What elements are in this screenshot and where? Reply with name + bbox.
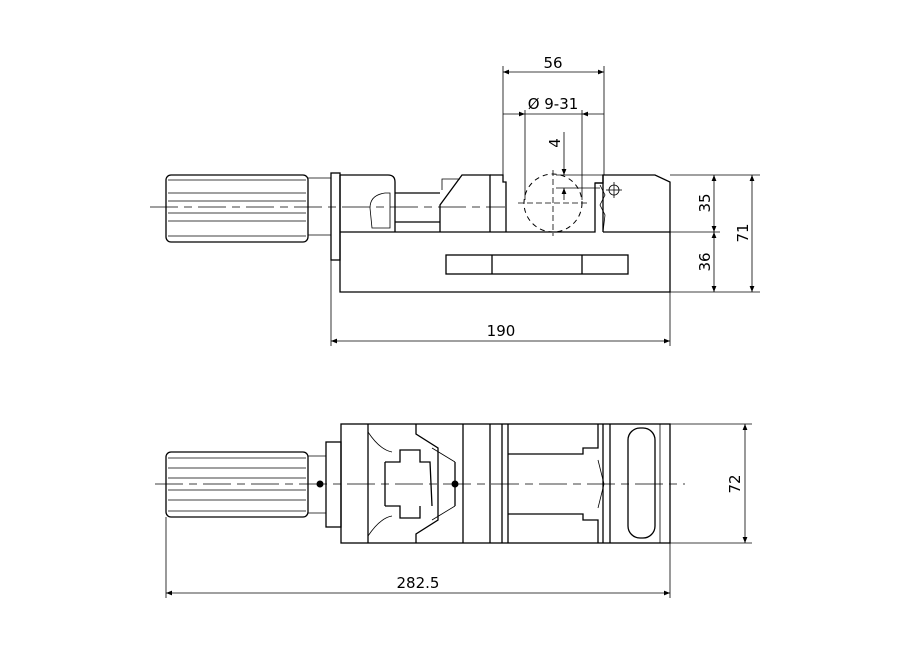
dim-282-5: 282.5 (397, 574, 440, 592)
dim-190: 190 (487, 322, 516, 340)
knob (165, 451, 309, 518)
dim-72: 72 (726, 474, 744, 493)
dim-56: 56 (543, 54, 562, 72)
knob (165, 174, 309, 243)
dim-4: 4 (546, 138, 564, 148)
flange (325, 441, 342, 528)
dim-71: 71 (734, 223, 752, 242)
front-dimensions: 56 Ø 9-31 4 35 36 71 190 (330, 54, 760, 346)
vise-body (340, 423, 671, 544)
pivot-point (451, 480, 459, 488)
vise-body (339, 174, 671, 293)
flange (330, 172, 341, 261)
dim-35: 35 (696, 193, 714, 212)
slot (445, 254, 629, 275)
pivot-point (316, 480, 324, 488)
top-dimensions: 72 282.5 (165, 423, 752, 598)
dim-diameter: Ø 9-31 (528, 95, 579, 113)
slot (627, 427, 656, 539)
dim-36: 36 (696, 252, 714, 271)
front-view (150, 170, 671, 293)
top-view (155, 423, 685, 544)
